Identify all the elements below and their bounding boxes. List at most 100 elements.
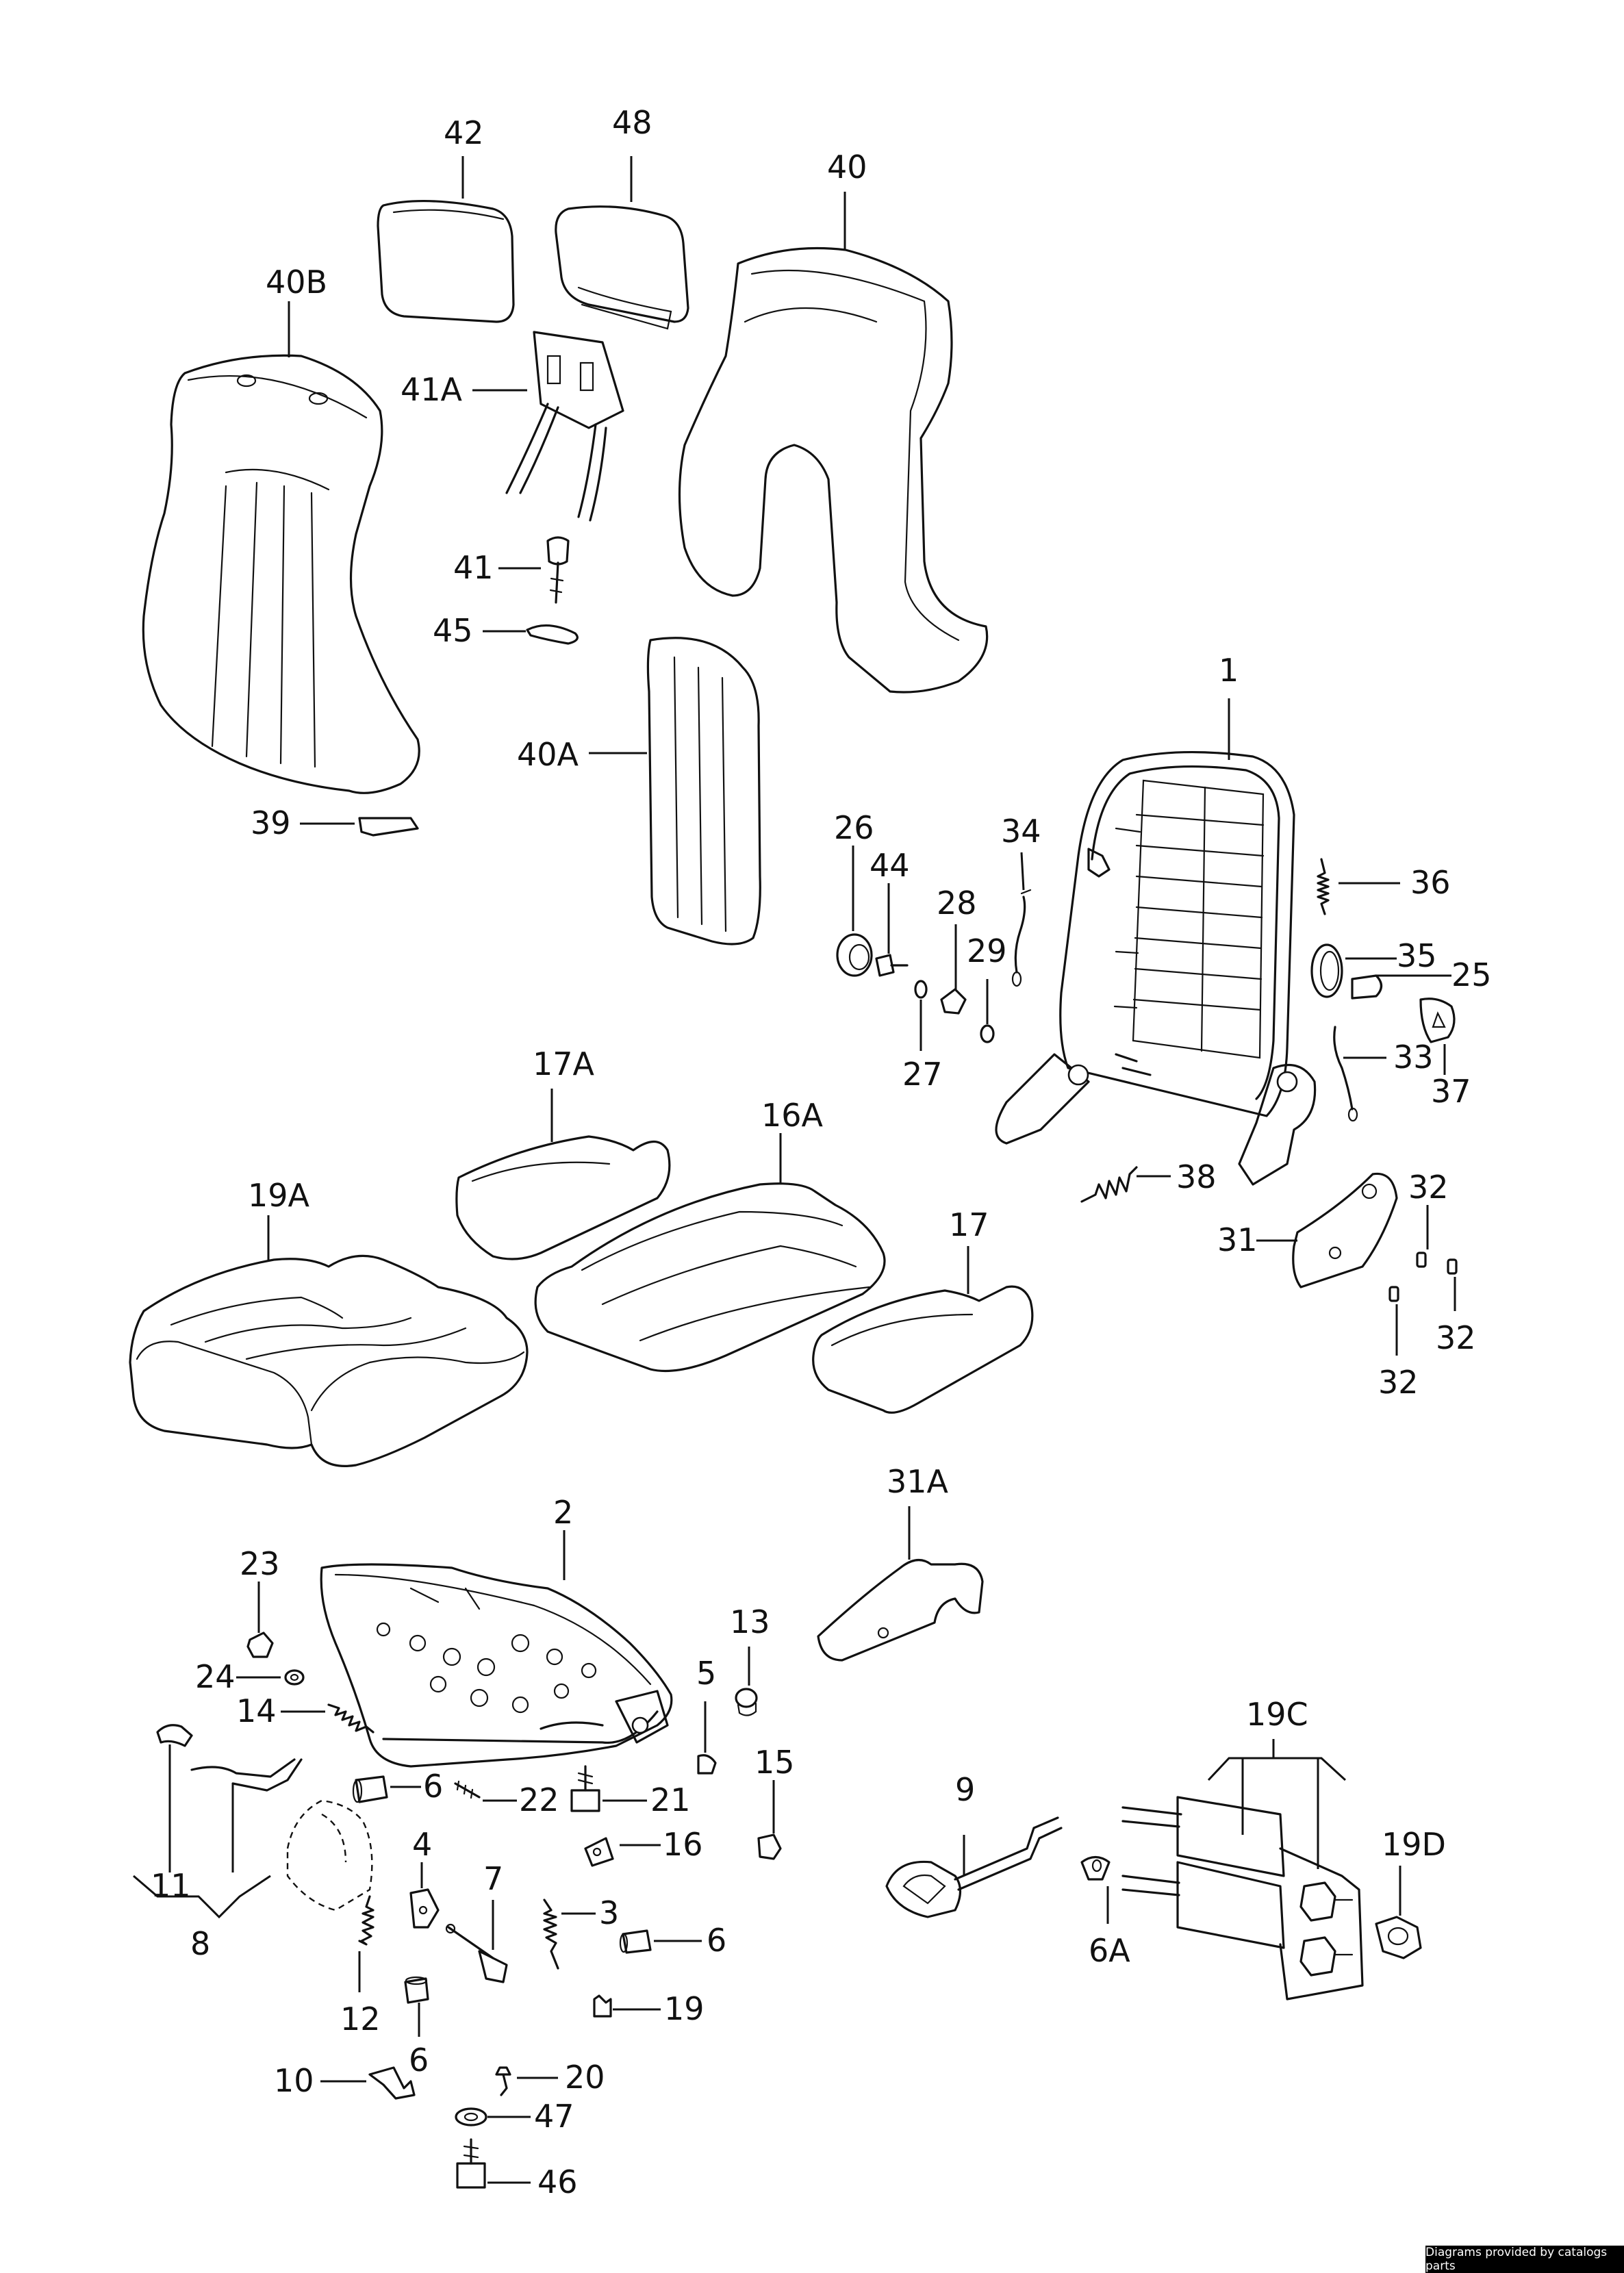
part-15-plug: [757, 1833, 782, 1860]
callout-17: 17: [949, 1206, 989, 1243]
callout-38: 38: [1176, 1158, 1217, 1195]
part-17a-seat-bolster: [455, 1135, 671, 1260]
callout-14: 14: [236, 1692, 277, 1729]
callout-17a: 17A: [533, 1045, 595, 1082]
callout-22: 22: [519, 1781, 559, 1818]
part-19d-bolt: [1375, 1916, 1422, 1959]
callout-16: 16: [663, 1826, 703, 1863]
callout-19d: 19D: [1382, 1826, 1446, 1863]
part-4-lever: [409, 1888, 440, 1929]
callout-7: 7: [483, 1860, 503, 1897]
callout-37: 37: [1431, 1073, 1471, 1110]
part-45-clip: [526, 624, 579, 645]
callout-12: 12: [340, 2001, 381, 2037]
part-35-ring: [1310, 943, 1343, 998]
part-7-shaft: [445, 1923, 508, 1983]
callout-13: 13: [730, 1603, 770, 1640]
part-46-bolt: [456, 2138, 486, 2189]
part-12-spring: [358, 1895, 375, 1946]
part-27-washer: [914, 980, 928, 999]
callout-39: 39: [251, 804, 291, 841]
callout-16a: 16A: [761, 1097, 824, 1134]
part-41-guide-pin: [546, 536, 570, 604]
part-6-cap-a: [352, 1775, 388, 1803]
callout-41a: 41A: [401, 371, 463, 408]
callout-40b: 40B: [266, 264, 327, 301]
callout-46: 46: [537, 2163, 578, 2200]
callout-8-bracket: [133, 1875, 271, 1919]
part-3-spring: [543, 1899, 559, 1970]
part-47-washer: [455, 2107, 487, 2126]
part-31-side-bracket: [1292, 1172, 1398, 1288]
callout-47: 47: [534, 2098, 574, 2135]
part-44-bolt: [875, 954, 909, 977]
callout-31a: 31A: [887, 1463, 949, 1500]
part-36-spring: [1317, 858, 1330, 915]
part-5-clip: [697, 1754, 717, 1775]
part-41a-headrest-guide: [505, 331, 624, 522]
callout-11: 11: [151, 1867, 191, 1904]
callout-34: 34: [1001, 813, 1041, 850]
part-2-seat-frame: [320, 1563, 673, 1768]
part-34-cable: [1011, 889, 1032, 987]
callout-19c: 19C: [1246, 1696, 1308, 1733]
part-16a-seat-foam: [534, 1182, 886, 1373]
callout-27: 27: [902, 1056, 943, 1093]
callout-44: 44: [870, 847, 910, 884]
callout-21: 21: [650, 1781, 691, 1818]
part-19c-seat-rail: [1121, 1796, 1364, 2001]
part-25-cap: [1351, 974, 1383, 1000]
part-22-screw: [454, 1780, 481, 1799]
part-6-cap-c: [404, 1976, 429, 2004]
callout-19c-bracket: [1207, 1757, 1347, 1781]
callout-19: 19: [664, 1990, 705, 2027]
part-13-bushing: [735, 1688, 758, 1716]
callout-6-b: 6: [707, 1922, 726, 1959]
part-17-seat-bolster: [812, 1285, 1034, 1414]
callout-5: 5: [696, 1655, 716, 1692]
part-14-spring: [327, 1703, 375, 1734]
part-19a-seat-cover: [129, 1254, 529, 1467]
callout-25: 25: [1451, 956, 1492, 993]
callout-31: 31: [1217, 1221, 1258, 1258]
part-8-rod: [190, 1758, 303, 1792]
callout-3: 3: [599, 1894, 619, 1931]
part-38-spring: [1080, 1166, 1138, 1203]
callout-1: 1: [1219, 652, 1239, 689]
callout-6-c: 6: [409, 2042, 429, 2079]
callout-28: 28: [937, 885, 977, 922]
callout-20: 20: [565, 2059, 605, 2096]
part-9-release-lever: [885, 1816, 1063, 1918]
part-31a-side-panel: [817, 1559, 984, 1662]
credit-banner: Diagrams provided by catalogs parts: [1425, 2246, 1624, 2273]
callout-23: 23: [240, 1545, 280, 1582]
part-26-knob: [836, 933, 873, 977]
callout-36: 36: [1410, 864, 1451, 901]
callout-26: 26: [834, 809, 874, 846]
callout-33: 33: [1393, 1039, 1434, 1076]
callout-6-a: 6: [423, 1768, 443, 1805]
callout-40: 40: [827, 149, 867, 186]
part-40b-backrest-cover: [142, 354, 420, 794]
part-19-clip: [593, 1994, 612, 2018]
callout-29: 29: [967, 932, 1007, 969]
part-40a-rear-panel: [646, 637, 761, 945]
part-33-cable: [1333, 1026, 1358, 1122]
part-28-clip: [940, 988, 967, 1015]
part-1-backrest-frame: [995, 750, 1317, 1186]
part-37-button: [1419, 998, 1456, 1043]
part-48-headrest: [555, 205, 689, 330]
callout-9: 9: [955, 1771, 975, 1808]
part-39-clip: [358, 817, 419, 837]
part-6-cap-b: [619, 1929, 652, 1954]
dashed-housing: [286, 1799, 373, 1912]
callout-41: 41: [453, 549, 494, 586]
callout-15: 15: [754, 1744, 795, 1781]
callout-32-top: 32: [1408, 1169, 1449, 1206]
part-42-headrest-cushion: [377, 200, 515, 323]
part-32-pins: [1388, 1252, 1458, 1302]
part-23-nut: [246, 1631, 274, 1658]
part-20-rivet: [495, 2066, 511, 2096]
callout-45: 45: [433, 612, 473, 649]
